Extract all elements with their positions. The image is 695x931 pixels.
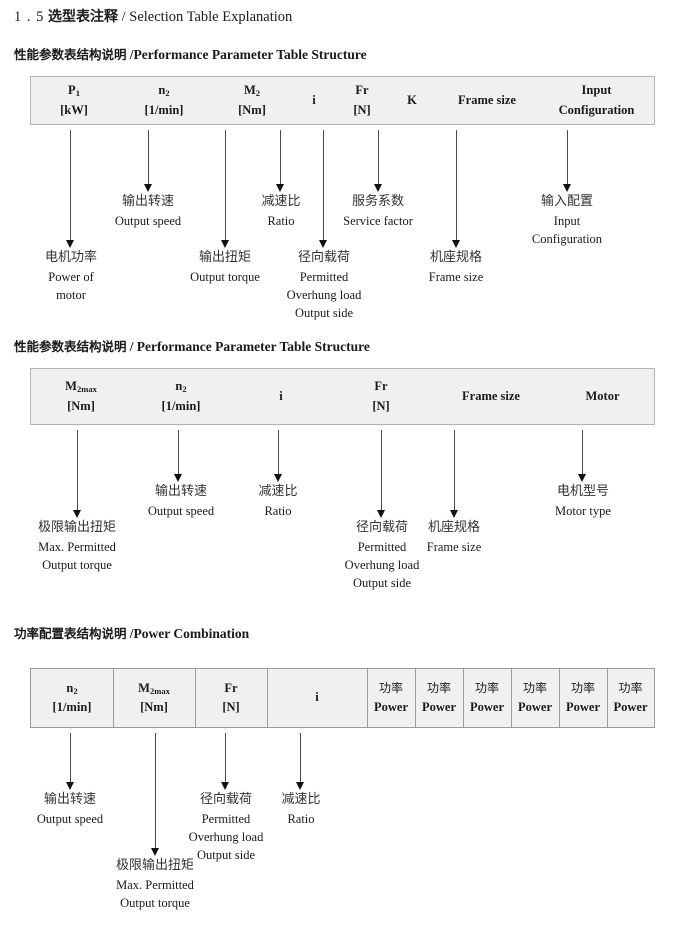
arrow-to-input-configuration — [563, 130, 572, 192]
section-1-table: P1 [kW] n2 [1/min] M2 [Nm] i Fr [N] K Fr… — [30, 76, 655, 125]
table1-col-m2: M2 [Nm] — [238, 83, 266, 117]
annotation-output-torque: 输出扭矩 Output torque — [190, 250, 260, 284]
annotation-service-factor: 服务系数 Service factor — [343, 194, 413, 228]
table2-col-m2max: M2max [Nm] — [65, 379, 97, 413]
table1-col-n2: n2 [1/min] — [144, 83, 184, 117]
section-2-heading-en: Performance Parameter Table Structure — [136, 339, 370, 354]
page-title-cn: 选型表注释 — [48, 9, 118, 25]
table1-col-fr: Fr [N] — [353, 83, 371, 117]
title-separator: / — [121, 9, 126, 25]
section-1-heading-cn: 性能参数表结构说明 — [14, 47, 127, 62]
table3-col-power-5: 功率 Power — [565, 681, 600, 714]
section-1-heading: 性能参数表结构说明 /Performance Parameter Table S… — [14, 44, 367, 63]
arrow-to-power-of-motor — [66, 130, 75, 248]
arrow-to-output-speed-2 — [174, 430, 183, 482]
section-3-heading: 功率配置表结构说明 /Power Combination — [14, 623, 249, 642]
page-title-en: Selection Table Explanation — [129, 9, 293, 25]
annotation-ratio: 减速比 Ratio — [261, 194, 301, 228]
annotation-output-speed: 输出转速 Output speed — [114, 194, 182, 228]
section-2-heading-cn: 性能参数表结构说明 — [14, 339, 127, 354]
annotation-input-configuration: 输入配置 Input Configuration — [531, 194, 603, 246]
arrow-to-ratio-3 — [296, 733, 305, 790]
arrow-to-max-permitted-output-torque-3 — [151, 733, 160, 856]
arrow-to-max-permitted-output-torque — [73, 430, 82, 518]
section-2-heading-sep: / — [129, 339, 134, 354]
table1-col-p1: P1 [kW] — [60, 83, 88, 117]
table3-col-power-6: 功率 Power — [613, 681, 648, 714]
table3-col-power-1: 功率 Power — [373, 681, 408, 714]
table1-col-i: i — [312, 92, 316, 107]
annotation-frame-size: 机座规格 Frame size — [428, 250, 484, 284]
annotation-max-permitted-output-torque-3: 极限输出扭矩 Max. Permitted Output torque — [115, 858, 195, 910]
annotation-max-permitted-output-torque: 极限输出扭矩 Max. Permitted Output torque — [37, 520, 117, 572]
annotation-permitted-overhung-load: 径向载荷 Permitted Overhung load Output side — [286, 250, 362, 321]
table2-col-motor: Motor — [585, 388, 620, 403]
arrow-to-permitted-overhung-load-2 — [377, 430, 386, 518]
section-3-table: n2 [1/min] M2max [Nm] Fr [N] i 功率 Power … — [30, 668, 655, 728]
table3-col-n2: n2 [1/min] — [52, 680, 92, 714]
section-number: 1 . 5 — [14, 9, 45, 25]
table3-col-power-4: 功率 Power — [517, 681, 552, 714]
arrow-to-ratio-2 — [274, 430, 283, 482]
table1-col-frame-size: Frame size — [458, 92, 516, 107]
section-1-heading-en: Performance Parameter Table Structure — [133, 47, 367, 62]
annotation-ratio-2: 减速比 Ratio — [258, 484, 298, 518]
table3-col-i: i — [315, 690, 319, 705]
annotation-power-of-motor: 电机功率 Power of motor — [44, 250, 98, 302]
page-title: 1 . 5 选型表注释 / Selection Table Explanatio… — [14, 6, 292, 26]
annotation-permitted-overhung-load-3: 径向载荷 Permitted Overhung load Output side — [188, 792, 264, 863]
table3-col-fr: Fr [N] — [222, 680, 240, 714]
annotation-output-speed-2: 输出转速 Output speed — [147, 484, 215, 518]
annotation-permitted-overhung-load-2: 径向载荷 Permitted Overhung load Output side — [344, 520, 420, 591]
arrow-to-frame-size — [452, 130, 461, 248]
annotation-motor-type: 电机型号 Motor type — [555, 484, 611, 518]
section-2-table: M2max [Nm] n2 [1/min] i Fr [N] Frame siz… — [30, 368, 655, 425]
annotation-output-speed-3: 输出转速 Output speed — [36, 792, 104, 826]
annotation-frame-size-2: 机座规格 Frame size — [426, 520, 482, 554]
table1-col-k: K — [407, 92, 417, 107]
arrow-to-output-torque — [221, 130, 230, 248]
section-2-heading: 性能参数表结构说明 / Performance Parameter Table … — [14, 336, 370, 355]
table2-col-n2: n2 [1/min] — [161, 379, 201, 413]
arrow-to-permitted-overhung-load — [319, 130, 328, 248]
table3-col-power-3: 功率 Power — [469, 681, 504, 714]
arrow-to-output-speed-3 — [66, 733, 75, 790]
annotation-ratio-3: 减速比 Ratio — [281, 792, 321, 826]
table3-col-power-2: 功率 Power — [421, 681, 456, 714]
arrow-to-output-speed — [144, 130, 153, 192]
section-3-heading-sep: / — [129, 626, 134, 641]
table2-col-i: i — [279, 388, 283, 403]
section-3-heading-en: Power Combination — [133, 626, 250, 641]
section-3-heading-cn: 功率配置表结构说明 — [14, 626, 127, 641]
table2-col-frame-size: Frame size — [462, 388, 520, 403]
arrow-to-motor-type — [578, 430, 587, 482]
arrow-to-permitted-overhung-load-3 — [221, 733, 230, 790]
arrow-to-ratio — [276, 130, 285, 192]
arrow-to-frame-size-2 — [450, 430, 459, 518]
table2-col-fr: Fr [N] — [372, 379, 390, 413]
arrow-to-service-factor — [374, 130, 383, 192]
table3-col-m2max: M2max [Nm] — [138, 680, 170, 714]
section-1-heading-sep: / — [129, 47, 134, 62]
table1-col-input-configuration: Input Configuration — [558, 83, 635, 117]
